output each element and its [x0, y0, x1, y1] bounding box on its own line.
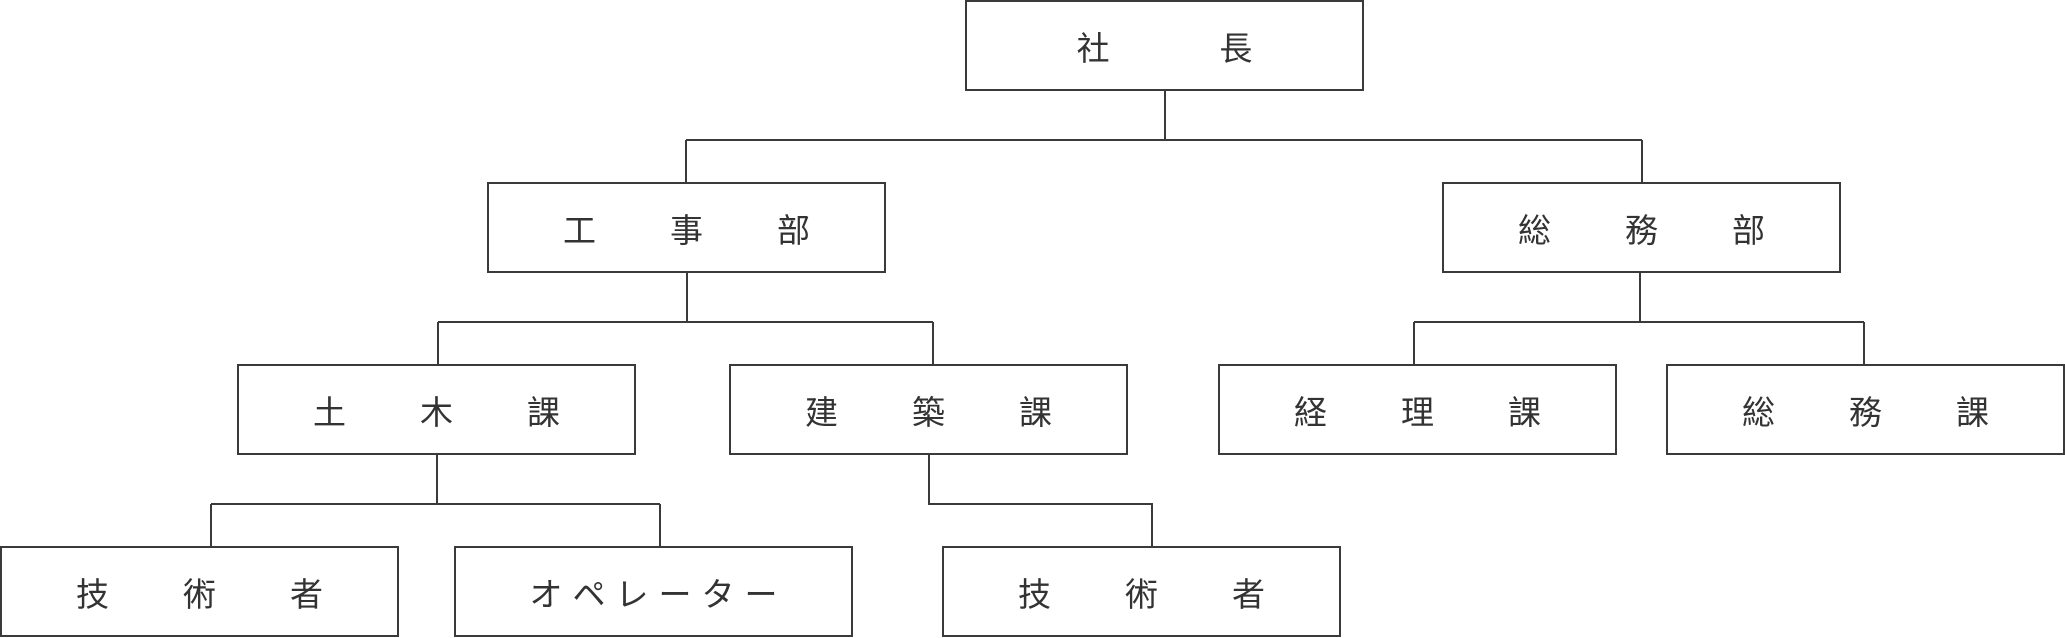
node-char: 課	[1019, 392, 1052, 432]
node-civil-section: 土 木 課	[237, 364, 636, 455]
node-char: 築	[912, 392, 945, 432]
connector-construction-dept	[437, 273, 934, 364]
node-char: 部	[777, 210, 810, 250]
node-char: 務	[1625, 210, 1658, 250]
node-president: 社 長	[965, 0, 1364, 91]
node-char: 部	[1732, 210, 1765, 250]
node-char: 木	[420, 392, 453, 432]
connector-president	[685, 91, 1643, 182]
node-char: 者	[1232, 574, 1265, 614]
connector-civil-section	[210, 455, 661, 546]
node-char: 土	[313, 392, 346, 432]
node-char: 経	[1294, 392, 1327, 432]
node-char: 理	[1401, 392, 1434, 432]
connector-general-affairs-dept	[1413, 273, 1865, 364]
node-char: 課	[527, 392, 560, 432]
node-char: 術	[1125, 574, 1158, 614]
node-char: 技	[1018, 574, 1051, 614]
connector-building-section	[928, 455, 1153, 546]
node-char: 課	[1508, 392, 1541, 432]
node-char: 課	[1956, 392, 1989, 432]
node-general-affairs-section: 総 務 課	[1666, 364, 2065, 455]
node-building-section: 建 築 課	[729, 364, 1128, 455]
node-president-char-1: 社	[1076, 28, 1110, 68]
node-char: 工	[563, 210, 596, 250]
node-char: 建	[805, 392, 838, 432]
node-operators-label: オペレーター	[529, 574, 788, 614]
node-char: 務	[1849, 392, 1882, 432]
node-char: 総	[1742, 392, 1775, 432]
node-civil-engineers: 技 術 者	[0, 546, 399, 637]
node-operators: オペレーター	[454, 546, 853, 637]
node-char: 総	[1518, 210, 1551, 250]
node-general-affairs-dept: 総 務 部	[1442, 182, 1841, 273]
node-building-engineers: 技 術 者	[942, 546, 1341, 637]
node-president-char-2: 長	[1219, 28, 1253, 68]
node-construction-dept: 工 事 部	[487, 182, 886, 273]
node-char: 術	[183, 574, 216, 614]
node-accounting-section: 経 理 課	[1218, 364, 1617, 455]
node-char: 技	[76, 574, 109, 614]
node-char: 者	[290, 574, 323, 614]
node-char: 事	[670, 210, 703, 250]
